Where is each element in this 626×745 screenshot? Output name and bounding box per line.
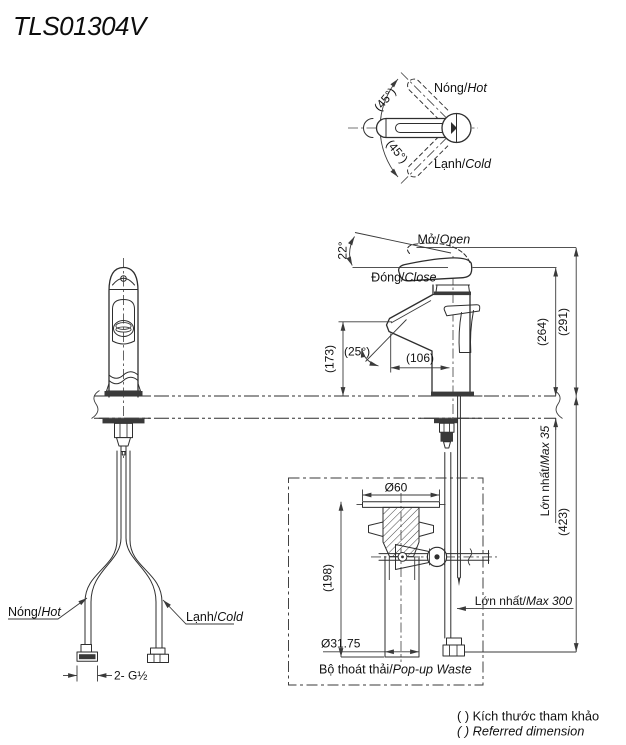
dim-dia3175: Ø31.75 [321, 637, 361, 651]
legend-vi: ( ) Kích thước tham khảo [457, 709, 599, 724]
title: TLS01304V [13, 11, 149, 41]
dim-291: (291) [556, 308, 570, 336]
handle-slot [395, 123, 447, 133]
label-cold-hose: Lạnh/Cold [186, 610, 244, 624]
hose-cold-inner [125, 450, 157, 649]
neck-seam [434, 291, 471, 296]
handle-open-phantom [406, 242, 471, 264]
label-hot-hose: Nóng/Hot [8, 605, 61, 619]
side-hose-connector [442, 644, 465, 657]
handle-top-view: Nóng/Hot Lạnh/Cold (45°) (45°) [348, 72, 492, 184]
handle-end-cap [363, 118, 374, 138]
label-close: Đóng/Close [371, 271, 436, 285]
faucet-side-view [385, 242, 481, 657]
cold-leader [162, 599, 234, 625]
handle-closed [398, 257, 473, 282]
label-cold-top: Lạnh/Cold [434, 157, 492, 171]
side-base-gasket [431, 391, 474, 397]
dim-264: (264) [535, 318, 549, 346]
dim-thread: 2- G½ [114, 669, 147, 683]
base-gasket [104, 391, 143, 396]
popup-caption: Bộ thoát thải/Pop-up Waste [319, 663, 472, 677]
page-title: TLS01304V [13, 11, 149, 41]
mounting-flange [102, 418, 145, 424]
label-open: Mở/Open [418, 233, 471, 247]
dim-198: (198) [321, 564, 335, 592]
deck-counter [91, 390, 563, 419]
dim-max300: Lớn nhất/Max 300 [475, 594, 573, 608]
detail-box-border [288, 477, 484, 686]
drain-wing-left [368, 521, 384, 537]
mounting-nut [114, 422, 133, 439]
label-hot-top: Nóng/Hot [434, 81, 487, 95]
drain-plug-body [382, 506, 420, 557]
side-hose [444, 452, 452, 639]
rod-break [467, 548, 473, 566]
hot-leader [8, 597, 88, 620]
dim-423: (423) [556, 508, 570, 536]
handle-lever-top [375, 117, 450, 139]
drain-tube [384, 556, 420, 658]
drain-wing-right [418, 521, 434, 537]
handle-screw [120, 275, 127, 282]
dim-106: (106) [406, 351, 434, 365]
popup-waste-detail: Ø60 (198) Ø31.75 Bộ thoát thải/Pop-up Wa… [288, 477, 497, 686]
spout-outlet [113, 320, 134, 337]
valve-indicator [451, 122, 457, 134]
dim-45-upper: (45°) [371, 85, 399, 114]
deck-break-right [554, 390, 563, 419]
side-body-left [385, 284, 434, 397]
cold-connector [150, 647, 166, 655]
body-break-line [108, 371, 139, 379]
hose-hot-outer [84, 450, 118, 646]
hot-connector [80, 644, 92, 653]
dim-173: (173) [323, 345, 337, 373]
dim-dia60: Ø60 [385, 481, 408, 495]
popup-rod-upper [458, 310, 474, 353]
faucet-front-body [108, 266, 139, 398]
handle-dome [112, 277, 135, 286]
clevis-strap [395, 544, 430, 570]
hose-cold-outer [129, 450, 163, 649]
deck-break-left [91, 390, 100, 419]
supply-hoses: Nóng/Hot Lạnh/Cold 2- G½ [8, 450, 244, 683]
handle-rotated-hot [400, 72, 454, 126]
faucet-front-view [102, 258, 145, 458]
dimensions: (173) (25°) (106) 22° Mở/Open Đóng/Close… [323, 232, 579, 653]
dim-max35: Lớn nhất/Max 35 [538, 425, 552, 516]
handle-rotated-cold [400, 130, 454, 184]
popup-pull-rod [457, 396, 461, 578]
dim-22deg: 22° [336, 241, 350, 259]
dim-25deg: (25°) [344, 345, 370, 359]
hose-hot-inner [90, 450, 122, 646]
rod-tip [457, 577, 461, 586]
popup-rod-knob [443, 304, 481, 317]
legend-en: ( ) Referred dimension [457, 724, 584, 739]
legend: ( ) Kích thước tham khảo ( ) Referred di… [457, 709, 599, 739]
spout-face [112, 299, 135, 345]
